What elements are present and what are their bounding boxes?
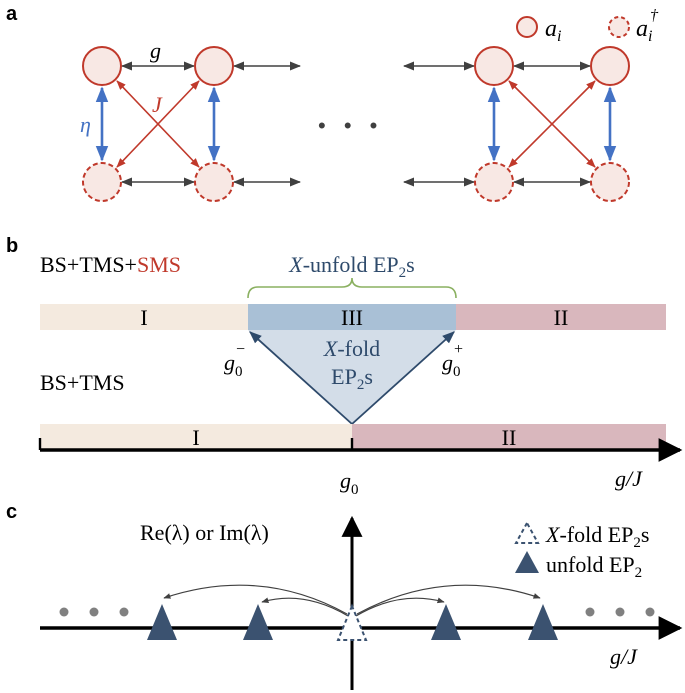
unfold-ep2-marker (243, 604, 273, 640)
top-region-I-label: I (140, 305, 147, 330)
right-unit-cell (402, 46, 630, 202)
x-fold-label-line1: X-fold (323, 336, 380, 361)
bottom-region-II-label: II (502, 425, 517, 450)
bottom-scheme-title: BS+TMS (40, 370, 125, 395)
mode-a-circle (474, 46, 514, 86)
x-fold-triangle (248, 330, 456, 424)
top-region-III (248, 304, 456, 330)
continuation-dot (89, 607, 99, 617)
J-coupling-diag-2 (116, 80, 200, 168)
continuation-dot (119, 607, 129, 617)
arc-to-right-far (356, 584, 541, 615)
g0-plus-sup: + (454, 341, 463, 358)
panel-b-axis-label: g/J (615, 466, 643, 491)
mode-a-circle (590, 46, 630, 86)
chain-ellipsis: • • • (318, 113, 383, 138)
legend-x-fold-label: X-fold EP2s (545, 522, 649, 551)
legend-a-label: ai (545, 16, 561, 45)
panel-a-label: a (6, 3, 18, 25)
unfold-brace (247, 277, 457, 299)
mode-a-dagger-circle (194, 162, 234, 202)
panel-c-axis-label: g/J (610, 644, 638, 669)
bottom-region-I (40, 424, 352, 450)
unfold-ep2-marker (147, 604, 177, 640)
mode-a-dagger-circle (82, 162, 122, 202)
unfold-ep2-marker (431, 604, 461, 640)
mode-a-circle (82, 46, 122, 86)
x-fold-ep2s-marker (336, 603, 368, 641)
g0-label: g0 (340, 468, 359, 498)
continuation-dot (645, 607, 655, 617)
unfold-ep2-marker (528, 604, 558, 640)
panel-c-label: c (6, 501, 17, 523)
top-region-I (40, 304, 248, 330)
continuation-dot (615, 607, 625, 617)
J-label: J (152, 92, 163, 117)
panel-b-label: b (6, 235, 18, 257)
panel-b: b BS+TMS+SMS X-unfold EP2s I III II X-fo… (6, 235, 683, 498)
legend-a-dagger-circle (608, 16, 630, 38)
panel-c-legend: X-fold EP2s unfold EP2 (514, 520, 649, 581)
legend-unfold-marker (515, 551, 539, 573)
x-unfold-ep2s-label: X-unfold EP2s (288, 252, 414, 281)
mode-a-dagger-circle (590, 162, 630, 202)
top-region-III-label: III (341, 305, 363, 330)
arc-to-right-near (355, 597, 445, 617)
left-unit-cell: g J η (80, 38, 302, 202)
bottom-region-I-label: I (192, 425, 199, 450)
panel-c-ylabel: Re(λ) or Im(λ) (140, 520, 269, 545)
bottom-region-II (352, 424, 666, 450)
legend-dagger-sup: † (650, 7, 659, 24)
panel-c: c Re(λ) or Im(λ) g/J X-fold EP2s unfold (6, 501, 683, 690)
g0-minus-sup: − (236, 341, 245, 358)
g0-minus-label: g0 (224, 350, 243, 380)
legend-a-circle (516, 16, 538, 38)
arc-to-left-near (261, 597, 349, 617)
g-label: g (150, 38, 161, 63)
top-region-II-label: II (554, 305, 569, 330)
triangle-edge-right (351, 331, 455, 425)
mode-a-circle (194, 46, 234, 86)
legend-a-dagger-label: ai (636, 16, 652, 45)
panel-a: a g J η • • • (6, 3, 659, 202)
x-fold-label-line2: EP2s (331, 364, 373, 393)
triangle-edge-left (249, 331, 353, 425)
eta-label: η (80, 112, 91, 137)
legend-x-fold-marker (514, 520, 540, 544)
arc-to-left-far (163, 584, 348, 615)
top-region-II (456, 304, 666, 330)
continuation-dot (585, 607, 595, 617)
top-scheme-title: BS+TMS+SMS (40, 252, 181, 277)
J-coupling-diag-2 (508, 80, 596, 168)
g0-plus-label: g0 (442, 350, 461, 380)
continuation-dot (59, 607, 69, 617)
legend-unfold-label: unfold EP2 (546, 552, 642, 581)
mode-a-dagger-circle (474, 162, 514, 202)
panel-a-legend: ai ai † (516, 7, 659, 45)
